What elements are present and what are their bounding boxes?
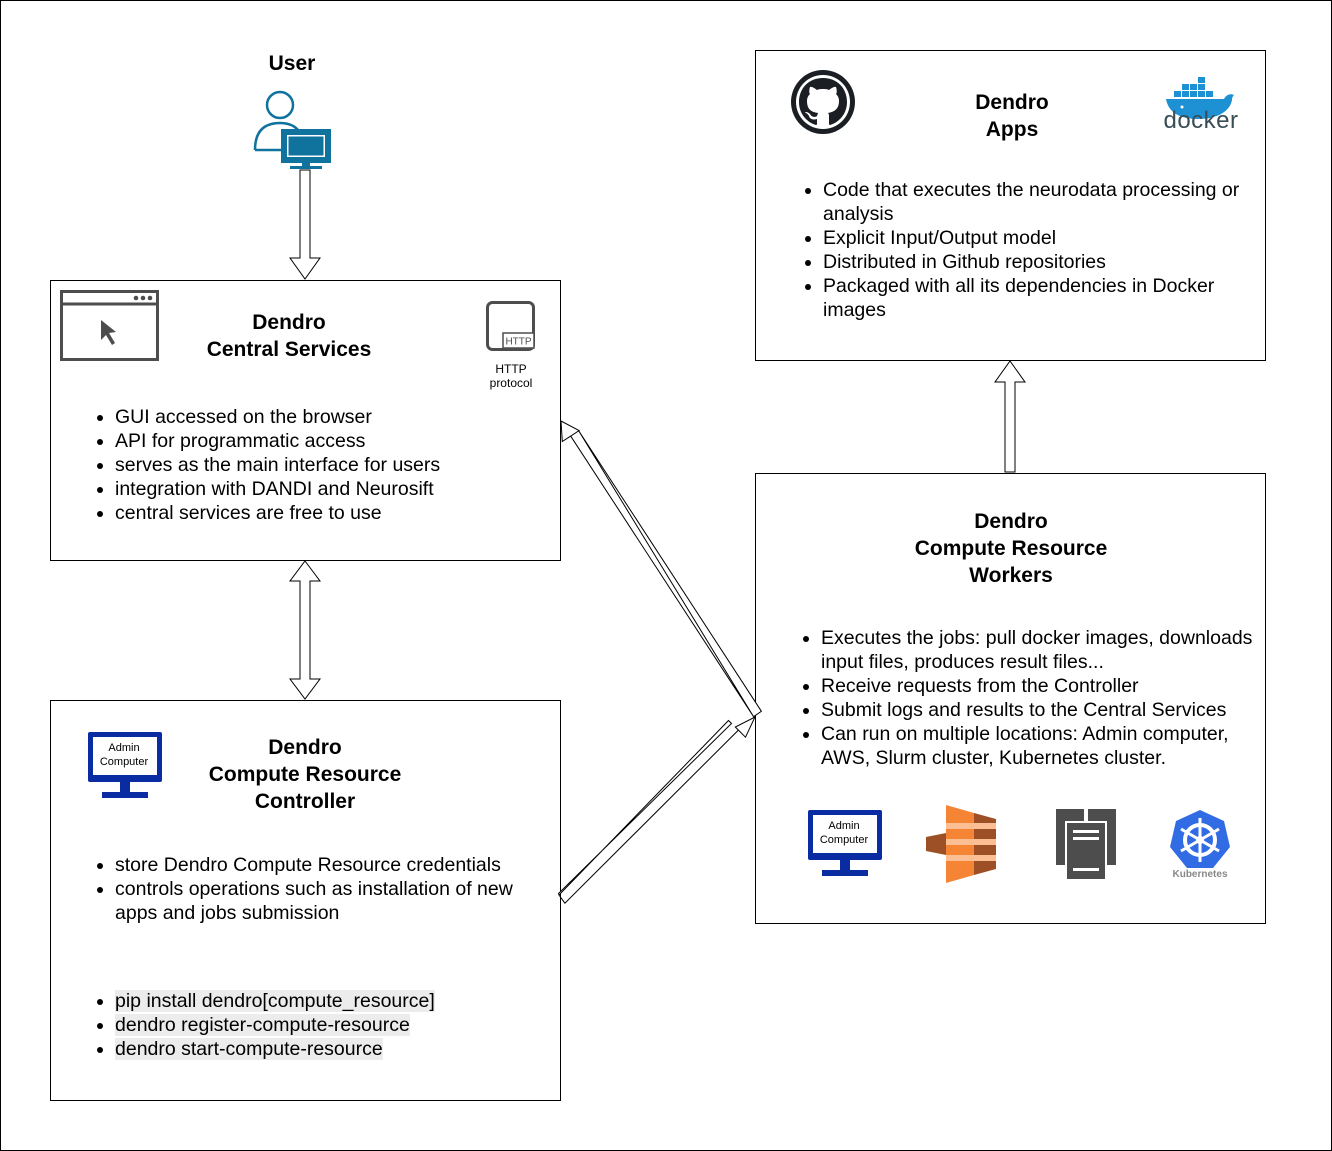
- list-item: API for programmatic access: [115, 429, 555, 453]
- server-cluster-icon: [1056, 809, 1116, 880]
- http-protocol-caption: HTTP protocol: [489, 362, 533, 390]
- docker-wordmark: docker: [1163, 107, 1239, 134]
- list-item: Code that executes the neurodata process…: [823, 178, 1253, 226]
- controller-title: Dendro Compute Resource Controller: [208, 736, 402, 813]
- controller-bullets: store Dendro Compute Resource credential…: [93, 853, 555, 925]
- kubernetes-icon: [1170, 810, 1230, 868]
- admin-computer-icon: [808, 810, 882, 876]
- apps-bullets: Code that executes the neurodata process…: [801, 178, 1253, 322]
- kubernetes-label: Kubernetes: [1172, 869, 1228, 880]
- user-computer-icon: [253, 90, 331, 169]
- list-item: Can run on multiple locations: Admin com…: [821, 722, 1271, 770]
- aws-icon: [926, 805, 996, 883]
- admin-computer-label: Admin Computer: [819, 820, 869, 846]
- workers-box: Dendro Compute Resource Workers Executes…: [755, 473, 1266, 924]
- list-item: Packaged with all its dependencies in Do…: [823, 274, 1253, 322]
- command-item: dendro register-compute-resource: [115, 1013, 555, 1037]
- central-services-title: Dendro Central Services: [206, 311, 372, 361]
- central-services-bullets: GUI accessed on the browser API for prog…: [93, 405, 555, 525]
- controller-commands: pip install dendro[compute_resource] den…: [93, 989, 555, 1061]
- central-services-box: Dendro Central Services HTTP HTTP protoc…: [50, 280, 561, 561]
- list-item: serves as the main interface for users: [115, 453, 555, 477]
- arrow-user-to-central: [289, 169, 321, 280]
- list-item: central services are free to use: [115, 501, 555, 525]
- http-badge-text: HTTP: [505, 337, 531, 348]
- list-item: GUI accessed on the browser: [115, 405, 555, 429]
- controller-box: Admin Computer Dendro Compute Resource C…: [50, 700, 561, 1101]
- apps-title: Dendro Apps: [975, 91, 1049, 141]
- arrow-workers-to-central: [560, 420, 763, 718]
- list-item: Submit logs and results to the Central S…: [821, 698, 1271, 722]
- apps-box: Dendro Apps docker Code that executes th…: [755, 50, 1266, 361]
- list-item: Distributed in Github repositories: [823, 250, 1253, 274]
- workers-bullets: Executes the jobs: pull docker images, d…: [799, 626, 1271, 770]
- arrow-workers-to-apps: [994, 360, 1026, 473]
- command-item: pip install dendro[compute_resource]: [115, 989, 555, 1013]
- admin-computer-label: Admin Computer: [99, 742, 149, 768]
- list-item: controls operations such as installation…: [115, 877, 555, 925]
- user-label: User: [268, 52, 316, 75]
- admin-computer-icon: [88, 732, 162, 798]
- list-item: Executes the jobs: pull docker images, d…: [821, 626, 1271, 674]
- list-item: Receive requests from the Controller: [821, 674, 1271, 698]
- arrow-controller-to-workers: [557, 715, 757, 904]
- list-item: store Dendro Compute Resource credential…: [115, 853, 555, 877]
- http-protocol-icon: HTTP: [486, 301, 535, 351]
- workers-title: Dendro Compute Resource Workers: [914, 510, 1108, 587]
- arrow-central-controller: [289, 560, 321, 700]
- command-item: dendro start-compute-resource: [115, 1037, 555, 1061]
- list-item: Explicit Input/Output model: [823, 226, 1253, 250]
- browser-window-icon: [60, 290, 159, 361]
- list-item: integration with DANDI and Neurosift: [115, 477, 555, 501]
- github-icon: [791, 70, 855, 134]
- docker-icon: [1166, 77, 1234, 119]
